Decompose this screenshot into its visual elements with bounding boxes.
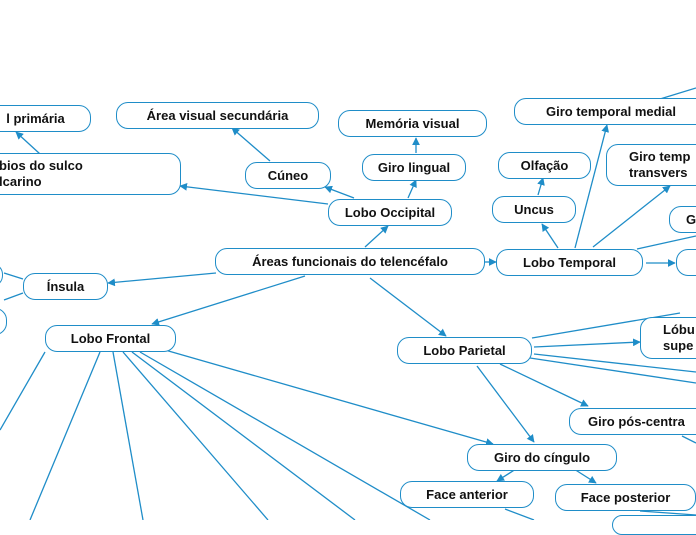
edge-anterior-out	[504, 508, 535, 520]
node-uncus[interactable]: Uncus	[492, 196, 576, 223]
edge-uncus-olfacao	[537, 177, 545, 196]
edge-insula-left2	[3, 292, 24, 301]
edge-labios-primaria	[15, 131, 41, 155]
edge-cuneo-secundaria	[231, 127, 271, 162]
edge-frontal-1	[29, 351, 101, 520]
edge-parietal-poscentral	[499, 363, 589, 407]
edge-temporal-uncus	[541, 223, 559, 249]
edge-cingulo-posterior	[573, 468, 597, 484]
edge-parietal-cingulo	[476, 365, 535, 443]
edge-parietal-r1	[533, 353, 696, 373]
node-giro-temporal-medial[interactable]: Giro temporal medial	[514, 98, 696, 125]
edge-frontal-2	[112, 351, 144, 520]
node-labios-sulco-calcarino[interactable]: bios do sulco lcarino	[0, 153, 181, 195]
edge-center-parietal	[369, 277, 447, 337]
edge-frontal-cingulo	[164, 349, 494, 446]
node-lobo-occipital[interactable]: Lobo Occipital	[328, 199, 452, 226]
node-face-anterior[interactable]: Face anterior	[400, 481, 534, 508]
node-giro-lingual[interactable]: Giro lingual	[362, 154, 466, 181]
node-giro-temporal-transverso[interactable]: Giro temp transvers	[606, 144, 696, 186]
edge-frontal-5	[139, 351, 431, 520]
edge-temporal-medial	[574, 124, 610, 249]
node-lobo-frontal[interactable]: Lobo Frontal	[45, 325, 176, 352]
edge-parietal-r2	[529, 357, 696, 384]
node-olfacao[interactable]: Olfação	[498, 152, 591, 179]
connector-lines	[0, 87, 696, 520]
node-transverso-label: Giro temp transvers	[629, 149, 691, 180]
node-temporal-right-partial[interactable]	[676, 249, 696, 276]
node-giro-do-cingulo[interactable]: Giro do cíngulo	[467, 444, 617, 471]
edge-temporal-transverso	[592, 185, 671, 248]
edge-poscentral-out	[681, 435, 696, 444]
node-lobulo-parietal-superior[interactable]: Lóbu supe	[640, 317, 696, 359]
edge-parietal-lobulo	[533, 338, 641, 348]
node-giro-g[interactable]: G	[669, 206, 696, 233]
node-center[interactable]: Áreas funcionais do telencéfalo	[215, 248, 485, 275]
edge-temporal-g	[636, 235, 696, 250]
node-area-visual-primaria[interactable]: l primária	[0, 105, 91, 132]
edge-medial-out	[659, 87, 696, 100]
node-lobo-parietal[interactable]: Lobo Parietal	[397, 337, 532, 364]
edge-occipital-lingual	[407, 179, 417, 199]
edge-posterior-out	[639, 510, 696, 516]
node-giro-pos-central[interactable]: Giro pós-centra	[569, 408, 696, 435]
edge-occipital-labios	[179, 182, 329, 205]
node-area-visual-secundaria[interactable]: Área visual secundária	[116, 102, 319, 129]
node-bottom-right-partial[interactable]	[612, 515, 696, 535]
edge-center-frontal	[151, 275, 306, 326]
node-lobo-temporal[interactable]: Lobo Temporal	[496, 249, 643, 276]
edge-frontal-4	[131, 351, 356, 520]
node-memoria-visual[interactable]: Memória visual	[338, 110, 487, 137]
edge-frontal-3	[122, 351, 269, 520]
node-labios-label: bios do sulco lcarino	[0, 158, 83, 189]
edge-insula-left1	[3, 272, 24, 280]
node-face-posterior[interactable]: Face posterior	[555, 484, 696, 511]
edge-cingulo-anterior	[496, 468, 517, 482]
node-insula[interactable]: Ínsula	[23, 273, 108, 300]
edge-center-insula	[107, 272, 217, 287]
node-cuneo[interactable]: Cúneo	[245, 162, 331, 189]
edge-frontal-6	[0, 351, 46, 431]
node-lobulo-label: Lóbu supe	[663, 322, 695, 353]
edge-occipital-cuneo	[324, 185, 355, 199]
edge-center-occipital	[364, 225, 389, 248]
